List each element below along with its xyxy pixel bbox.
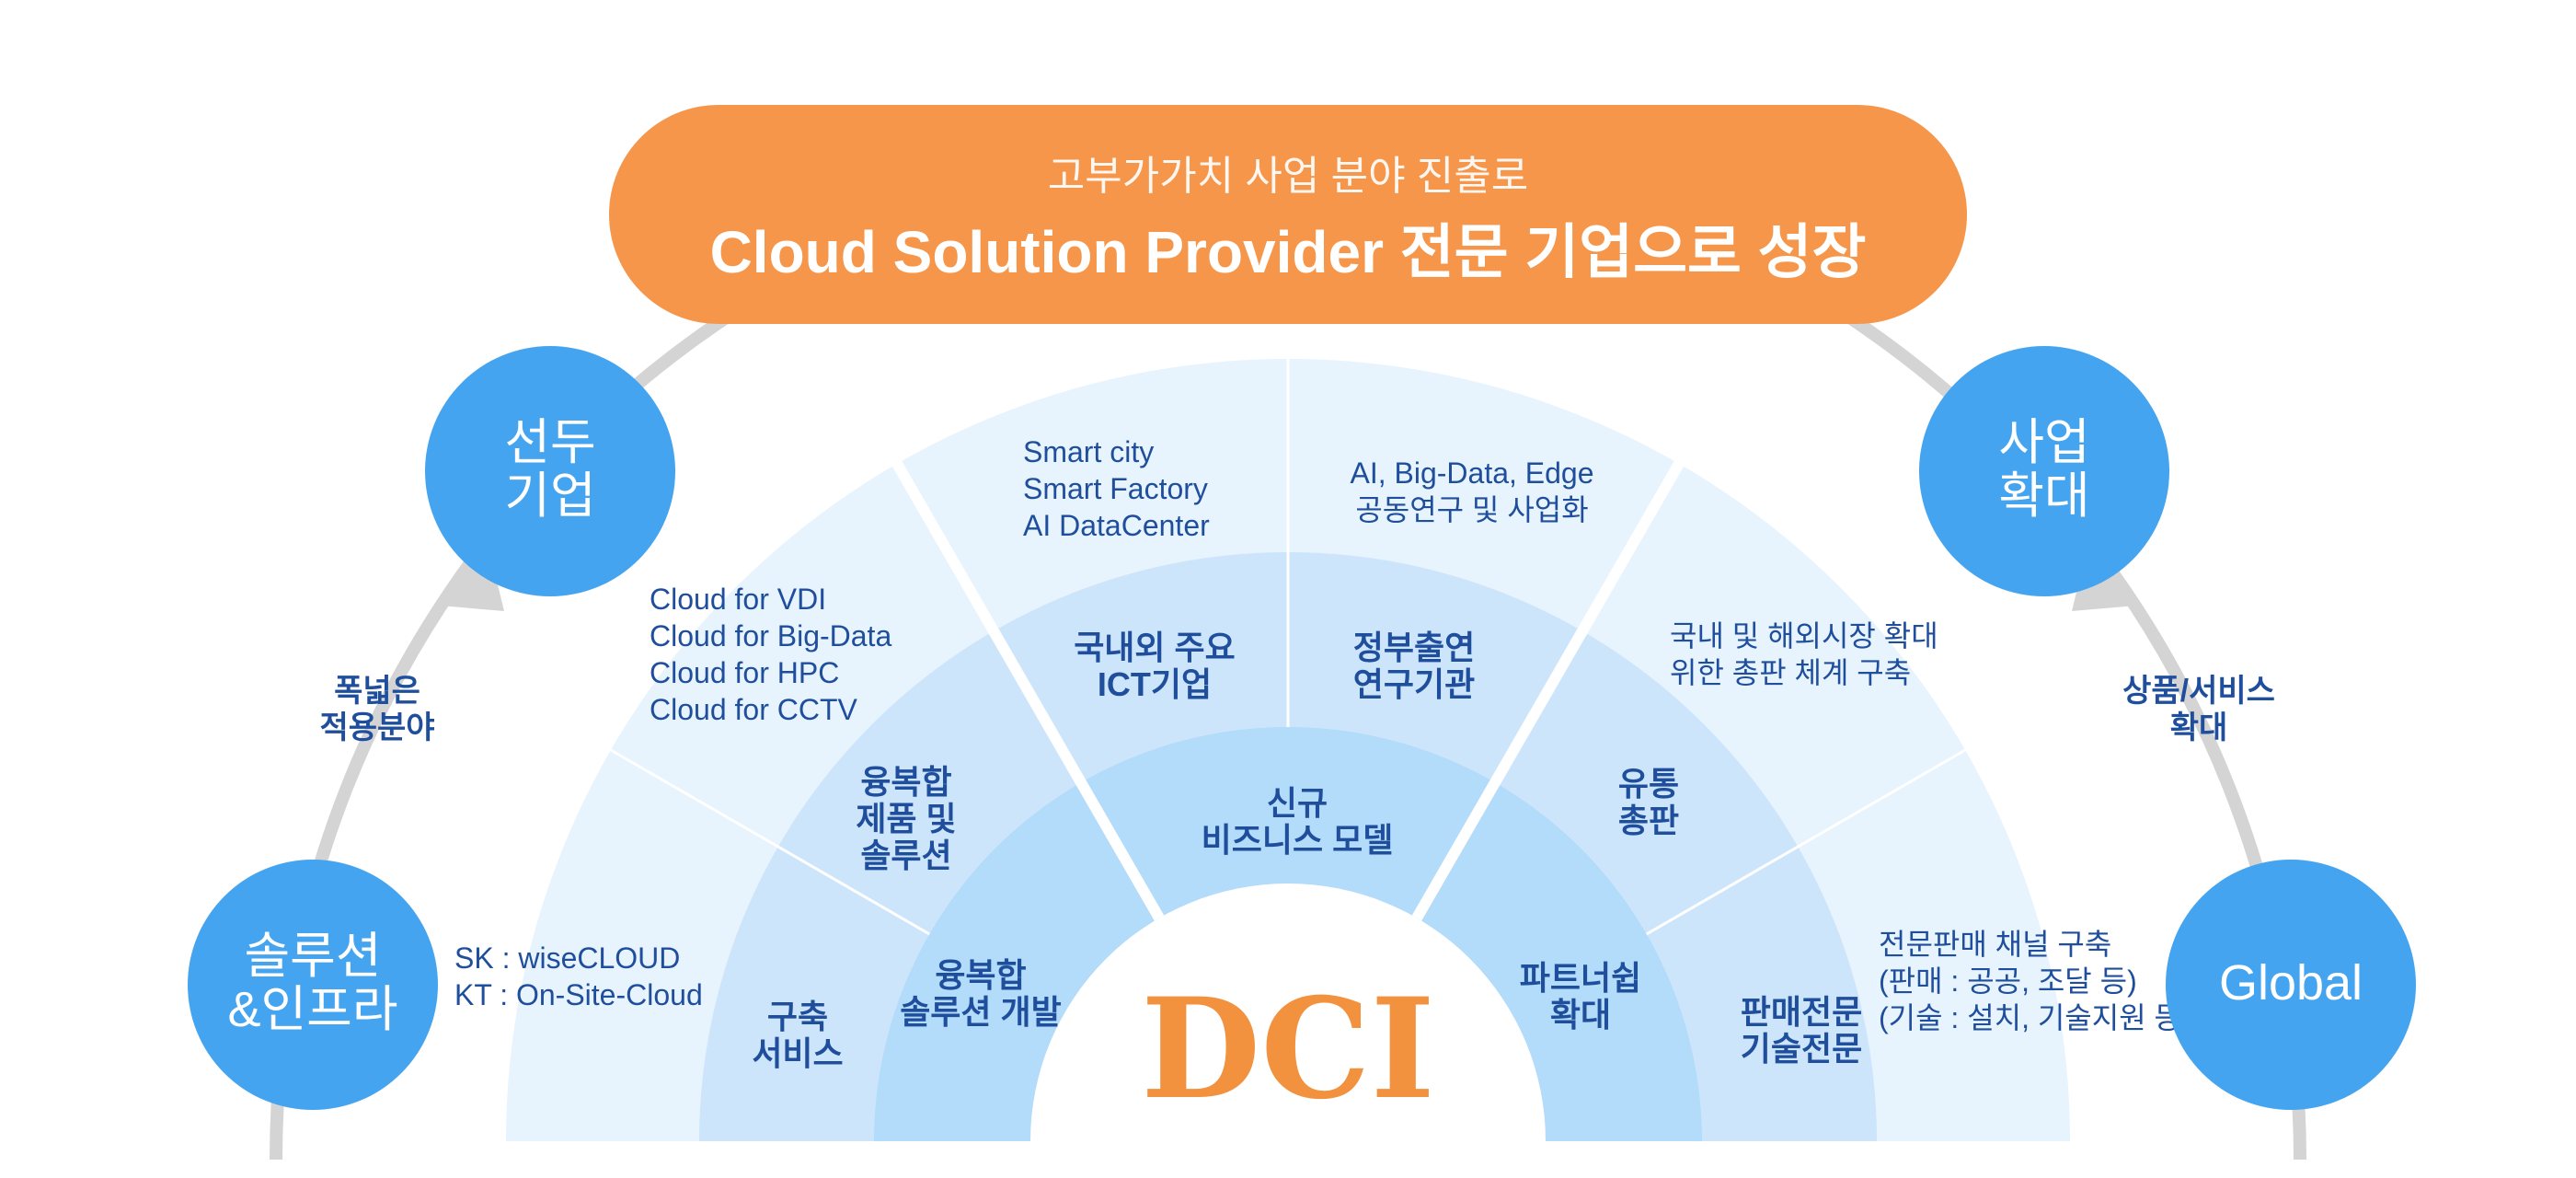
arc-label-left: 폭넓은 — [334, 674, 420, 709]
dci-logo: DCI — [1141, 968, 1435, 1130]
outer-ring-label: 위한 총판 체계 구축 — [1670, 656, 1911, 689]
middle-ring-label: 융복합 — [860, 763, 951, 801]
banner-subtitle: 고부가가치 사업 분야 진출로 — [1048, 154, 1528, 199]
outer-ring-label: Smart city — [1023, 435, 1154, 468]
ring-divider — [610, 748, 931, 936]
ring-divider — [1645, 748, 1966, 936]
middle-ring-label: 서비스 — [752, 1034, 843, 1072]
arc-label-left: 적용분야 — [319, 710, 434, 745]
middle-ring-label: 국내외 주요 — [1074, 629, 1236, 666]
ring-divider — [891, 460, 1165, 921]
circle-label-leading: 기업 — [504, 468, 595, 524]
banner — [609, 105, 1967, 324]
inner-ring-label: 확대 — [1550, 996, 1611, 1034]
banner-title: Cloud Solution Provider 전문 기업으로 성장 — [710, 219, 1867, 285]
circle-label-expand: 사업 — [1998, 415, 2089, 470]
ring-core — [1030, 884, 1546, 1141]
outer-ring-label: Cloud for CCTV — [650, 693, 858, 726]
outer-ring-label: 국내 및 해외시장 확대 — [1670, 619, 1938, 653]
middle-ring-label: ICT기업 — [1098, 665, 1212, 703]
middle-ring-label: 정부출연 — [1353, 629, 1475, 666]
inner-ring-label: 솔루션 개발 — [900, 993, 1062, 1031]
outer-ring-label: Cloud for VDI — [650, 583, 826, 616]
middle-ring-label: 유통 — [1618, 765, 1679, 803]
outer-ring-label: (기술 : 설치, 기술지원 등) — [1879, 1001, 2191, 1034]
middle-ring-label: 솔루션 — [860, 837, 951, 874]
circle-leading-company — [425, 346, 675, 596]
circle-business-expansion — [1919, 346, 2169, 596]
outer-ring-label: Smart Factory — [1023, 472, 1208, 505]
circle-label-expand: 확대 — [1998, 468, 2089, 524]
outer-ring-label: KT : On-Site-Cloud — [454, 978, 703, 1011]
outer-ring-label: (판매 : 공공, 조달 등) — [1879, 964, 2137, 998]
middle-ring-label: 총판 — [1618, 802, 1679, 839]
ring-divider — [1411, 460, 1685, 921]
inner-ring-label: 비즈니스 모델 — [1202, 821, 1394, 859]
middle-ring-label: 연구기관 — [1353, 665, 1475, 703]
outer-ring-label: AI DataCenter — [1023, 509, 1210, 542]
circle-global — [2166, 860, 2416, 1110]
circle-label-solution: 솔루션 — [244, 929, 381, 984]
inner-ring-label: 융복합 — [935, 956, 1026, 994]
outer-ring-label: SK : wiseCLOUD — [454, 941, 680, 975]
arc-label-right: 확대 — [2170, 710, 2228, 745]
circle-solution-infra — [188, 860, 438, 1110]
middle-ring-label: 제품 및 — [856, 800, 956, 837]
outer-ring-label: 전문판매 채널 구축 — [1879, 928, 2111, 961]
circle-label-leading: 선두 — [504, 415, 595, 470]
circle-label-solution: &인프라 — [227, 982, 397, 1037]
inner-ring-label: 신규 — [1267, 784, 1328, 822]
inner-ring-label: 파트너쉽 — [1520, 959, 1641, 997]
middle-ring-label: 기술전문 — [1741, 1030, 1862, 1068]
circle-label-global: Global — [2219, 955, 2363, 1011]
arc-label-right: 상품/서비스 — [2122, 674, 2275, 709]
outer-ring-label: 공동연구 및 사업화 — [1355, 493, 1588, 526]
outer-ring-label: Cloud for Big-Data — [650, 619, 891, 653]
outer-ring-label: Cloud for HPC — [650, 656, 839, 689]
outer-ring-label: AI, Big-Data, Edge — [1350, 456, 1593, 490]
middle-ring-label: 구축 — [767, 998, 828, 1035]
middle-ring-label: 판매전문 — [1741, 993, 1862, 1031]
